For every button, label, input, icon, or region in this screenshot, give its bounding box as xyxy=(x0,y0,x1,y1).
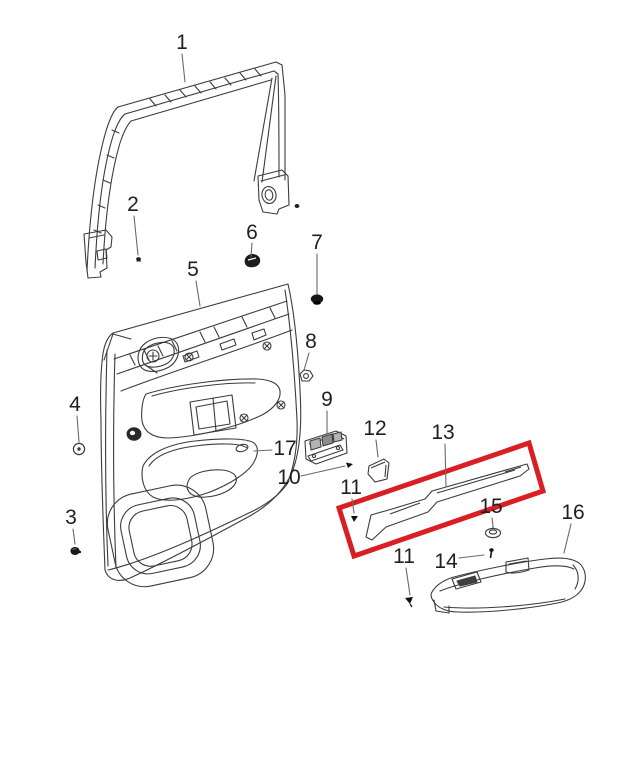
trim-strip-13 xyxy=(365,463,530,541)
clip-6 xyxy=(244,253,261,268)
grommet-15 xyxy=(484,526,502,539)
callout-5: 5 xyxy=(187,258,199,281)
screw-10 xyxy=(346,462,353,468)
callout-1: 1 xyxy=(176,31,188,54)
callout-3: 3 xyxy=(65,506,77,529)
callout-13: 13 xyxy=(431,421,454,444)
pin-11-upper xyxy=(351,516,358,522)
clip-12 xyxy=(367,458,390,483)
highlight-box xyxy=(335,439,547,560)
grommet-4 xyxy=(72,442,86,456)
callout-11-lower: 11 xyxy=(393,545,415,568)
handle-bezel-9 xyxy=(304,430,348,465)
callout-10: 10 xyxy=(277,466,300,489)
leader-lines xyxy=(72,53,572,596)
callout-12: 12 xyxy=(363,417,386,440)
callout-11-upper: 11 xyxy=(340,476,362,499)
callout-14: 14 xyxy=(434,550,458,573)
window-frame-drawing xyxy=(83,61,300,279)
pin-7 xyxy=(310,294,324,305)
callout-17: 17 xyxy=(273,437,296,460)
callout-9: 9 xyxy=(321,388,333,411)
door-trim-panel-drawing xyxy=(100,283,302,588)
callout-6: 6 xyxy=(246,221,258,244)
pin-11-lower xyxy=(405,597,413,608)
callout-15: 15 xyxy=(479,495,502,518)
nut-8 xyxy=(299,369,314,382)
fastener-2-pin xyxy=(136,257,141,262)
clip-3 xyxy=(70,547,82,555)
callout-2: 2 xyxy=(127,193,139,216)
callout-labels: 1 2 6 7 5 8 4 9 12 13 17 10 11 15 16 11 … xyxy=(65,31,585,573)
callout-4: 4 xyxy=(69,393,81,416)
screw-14 xyxy=(489,548,494,559)
callout-8: 8 xyxy=(305,330,317,353)
callout-7: 7 xyxy=(311,231,323,254)
callout-16: 16 xyxy=(561,501,584,524)
armrest-16 xyxy=(430,557,586,614)
